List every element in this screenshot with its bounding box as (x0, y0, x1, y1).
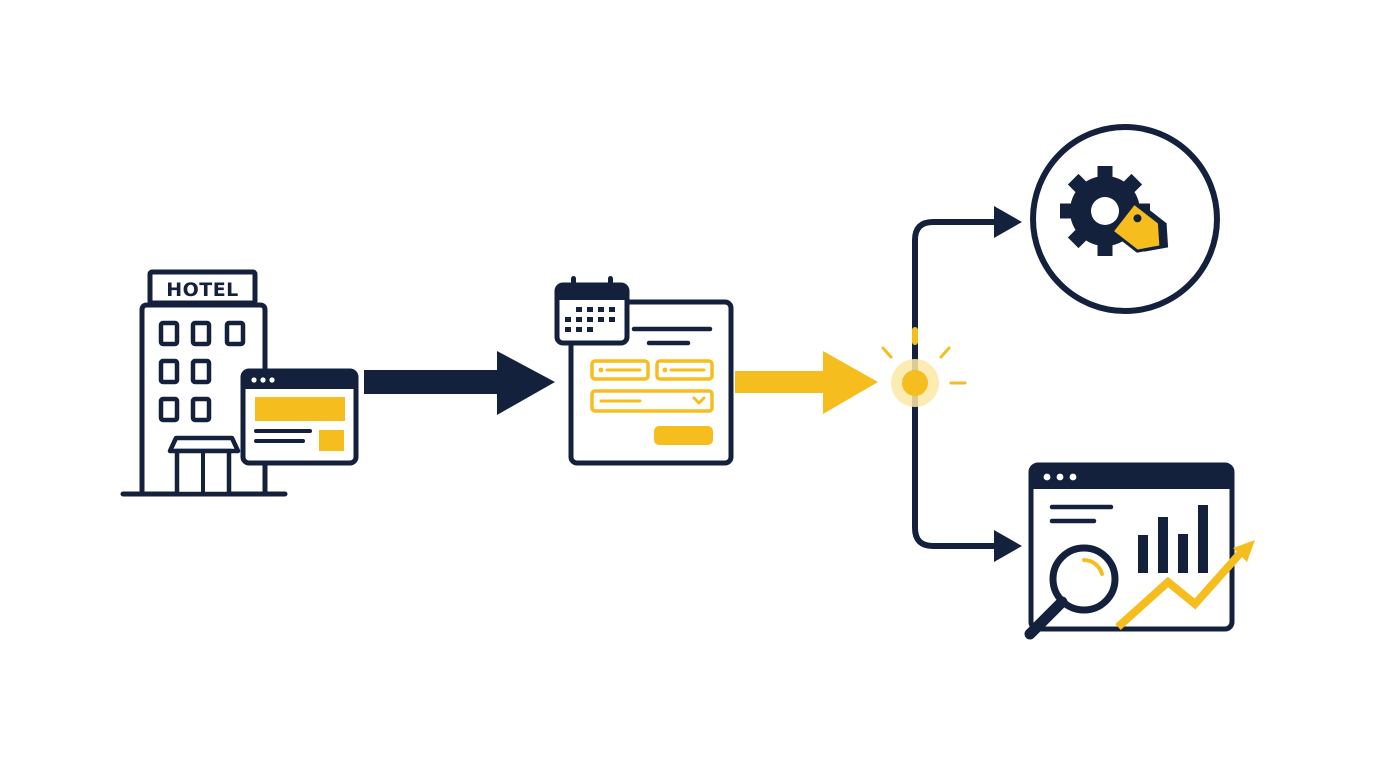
branch-arrowhead-bottom (994, 530, 1022, 562)
yellow-flow-arrow (735, 351, 878, 414)
trend-arrow-icon (1115, 540, 1255, 630)
browser-window-icon (240, 368, 359, 466)
magnifier-icon (1024, 544, 1119, 640)
browser-banner (255, 397, 345, 421)
dashboard-bars (1138, 505, 1208, 573)
price-tag-icon (1110, 201, 1169, 253)
hotel-entrance (167, 435, 241, 497)
hotel-sign-text: HOTEL (166, 279, 239, 301)
branch-arrowhead-top (994, 206, 1022, 238)
gear-price-tag-icon (1030, 124, 1220, 314)
calendar-icon (554, 276, 630, 346)
hotel-building-icon: HOTEL (120, 269, 288, 497)
hotel-windows (158, 320, 246, 423)
form-dropdown (590, 389, 714, 413)
navy-flow-arrow (364, 351, 555, 415)
hotel-building-outline (139, 302, 268, 496)
junction-light-icon (881, 327, 967, 407)
analytics-dashboard-icon (1024, 462, 1255, 640)
form-submit-button (654, 426, 713, 445)
